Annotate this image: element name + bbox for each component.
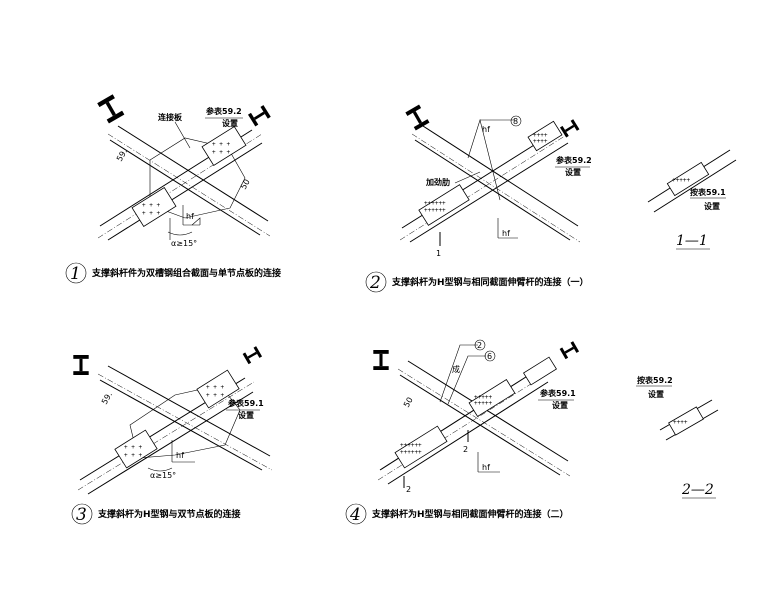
weld-label: hf <box>186 212 194 221</box>
ref-sub-label: 设置 <box>565 167 581 177</box>
svg-text:++++++: ++++++ <box>424 207 446 214</box>
detail-1: + + + + + + + + + + + + 连接板 参表59.2 设置 59… <box>65 94 281 284</box>
splice-plate-middle <box>468 379 516 417</box>
detail-caption: 支撑斜杆为H型钢与相同截面伸臂杆的连接（一） <box>391 276 589 288</box>
weld-label-bottom: hf <box>502 229 510 238</box>
svg-text:++++: ++++ <box>533 132 548 139</box>
dimension-b: 50 <box>239 178 252 191</box>
section-title: 2—2 <box>681 482 714 498</box>
detail-3: + + + + + + + + + + + + 59. 参表59.1 设置 hf… <box>71 346 273 525</box>
svg-text:+ + +: + + + <box>142 210 160 217</box>
svg-text:++++++: ++++++ <box>400 449 422 456</box>
circle-number-b: 6 <box>487 352 492 361</box>
svg-text:+ + +: + + + <box>206 392 224 399</box>
section-title: 1—1 <box>676 233 708 249</box>
ref-label: 参表59.2 <box>205 106 242 116</box>
circle-number: 8 <box>513 117 518 126</box>
section-2-2: 按表59.2 设置 ++++ 2—2 <box>636 375 719 499</box>
svg-text:+ + +: + + + <box>212 141 230 148</box>
dimension-a: 50 <box>402 396 415 409</box>
weld-label: hf <box>482 463 490 472</box>
brace-member-a <box>107 125 271 237</box>
angle-label: α≥15° <box>171 239 197 248</box>
section-1-1: +++++ 按表59.1 设置 1—1 <box>647 149 737 250</box>
weld-label: hf <box>482 125 490 134</box>
dimension-a: 59. <box>115 147 129 163</box>
rib-label: 加劲肋 <box>425 177 450 187</box>
svg-text:++++: ++++ <box>673 419 688 426</box>
detail-number: 4 <box>349 505 361 525</box>
ibeam-section-right <box>247 105 271 127</box>
bolt-plate-bottom <box>131 187 177 227</box>
ref-sub-label: 设置 <box>222 118 238 128</box>
ref-label: 参表59.1 <box>539 388 576 398</box>
brace-member-a <box>397 360 571 477</box>
circle-number-a: 2 <box>477 341 482 350</box>
detail-caption: 支撑斜杆为H型钢与双节点板的连接 <box>97 508 241 520</box>
section-ref-sub: 设置 <box>648 389 664 399</box>
detail-number: 2 <box>369 273 381 293</box>
svg-text:+ + +: + + + <box>124 444 142 451</box>
svg-text:+ + +: + + + <box>142 202 160 209</box>
ibeam-section-left <box>73 355 89 375</box>
bolt-plate-top <box>196 369 240 409</box>
svg-text:+++++: +++++ <box>672 177 690 184</box>
ref-sub-label: 设置 <box>552 400 568 410</box>
detail-4: ++++++ ++++++ +++++ +++++ 2 6 成 50 参表59.… <box>345 339 580 525</box>
detail-number: 1 <box>70 264 81 284</box>
weld-label: hf <box>176 451 184 460</box>
section-ref-sub: 设置 <box>704 201 720 211</box>
ref-label: 参表59.1 <box>227 398 264 408</box>
splice-plate-lower <box>418 184 470 226</box>
svg-text:++++: ++++ <box>533 138 548 145</box>
detail-caption: 支撑斜杆件为双槽钢组合截面与单节点板的连接 <box>91 267 281 279</box>
svg-text:+ + +: + + + <box>124 452 142 459</box>
detail-number-circle <box>65 262 87 284</box>
angle-label: α≥15° <box>150 471 176 480</box>
svg-text:+ + +: + + + <box>212 149 230 156</box>
leader-label: 成 <box>452 364 460 374</box>
ibeam-section-right <box>242 346 263 365</box>
ref-label: 参表59.2 <box>555 155 592 165</box>
detail-2: ++++++ ++++++ ++++ ++++ hf 8 加劲肋 参表59.2 … <box>365 104 592 293</box>
bolt-plate-top <box>201 126 247 166</box>
section-cut: 1 <box>436 249 441 258</box>
ibeam-section-left <box>373 350 389 370</box>
ibeam-section-right <box>559 341 580 360</box>
ibeam-section-left <box>405 104 430 131</box>
svg-text:+++++: +++++ <box>474 400 492 407</box>
detail-caption: 支撑斜杆为H型钢与相同截面伸臂杆的连接（二） <box>371 508 569 520</box>
svg-text:++++++: ++++++ <box>424 200 446 207</box>
plate-label: 连接板 <box>158 112 183 122</box>
splice-plate-lower <box>394 425 448 469</box>
svg-text:++++++: ++++++ <box>400 442 422 449</box>
section-ref: 按表59.1 <box>690 187 726 197</box>
dimension-a: 59. <box>100 390 114 406</box>
detail-number-circle <box>71 503 93 525</box>
section-ref: 按表59.2 <box>637 375 673 385</box>
splice-plate-upper <box>523 356 557 386</box>
detail-number-circle <box>365 271 387 293</box>
bolt-plate-bottom <box>114 429 158 469</box>
section-cut-upper: 2 <box>463 445 468 454</box>
detail-number: 3 <box>76 505 87 525</box>
detail-number-circle <box>345 503 367 525</box>
gusset-plate <box>129 384 241 459</box>
svg-text:+ + +: + + + <box>206 384 224 391</box>
section-cut-lower: 2 <box>406 485 411 494</box>
ref-sub-label: 设置 <box>238 410 254 420</box>
ibeam-section-left <box>97 94 125 124</box>
ibeam-section-right <box>559 119 580 138</box>
brace-member-a <box>97 365 273 471</box>
svg-text:+++++: +++++ <box>474 394 492 401</box>
splice-plate-upper <box>527 120 563 152</box>
